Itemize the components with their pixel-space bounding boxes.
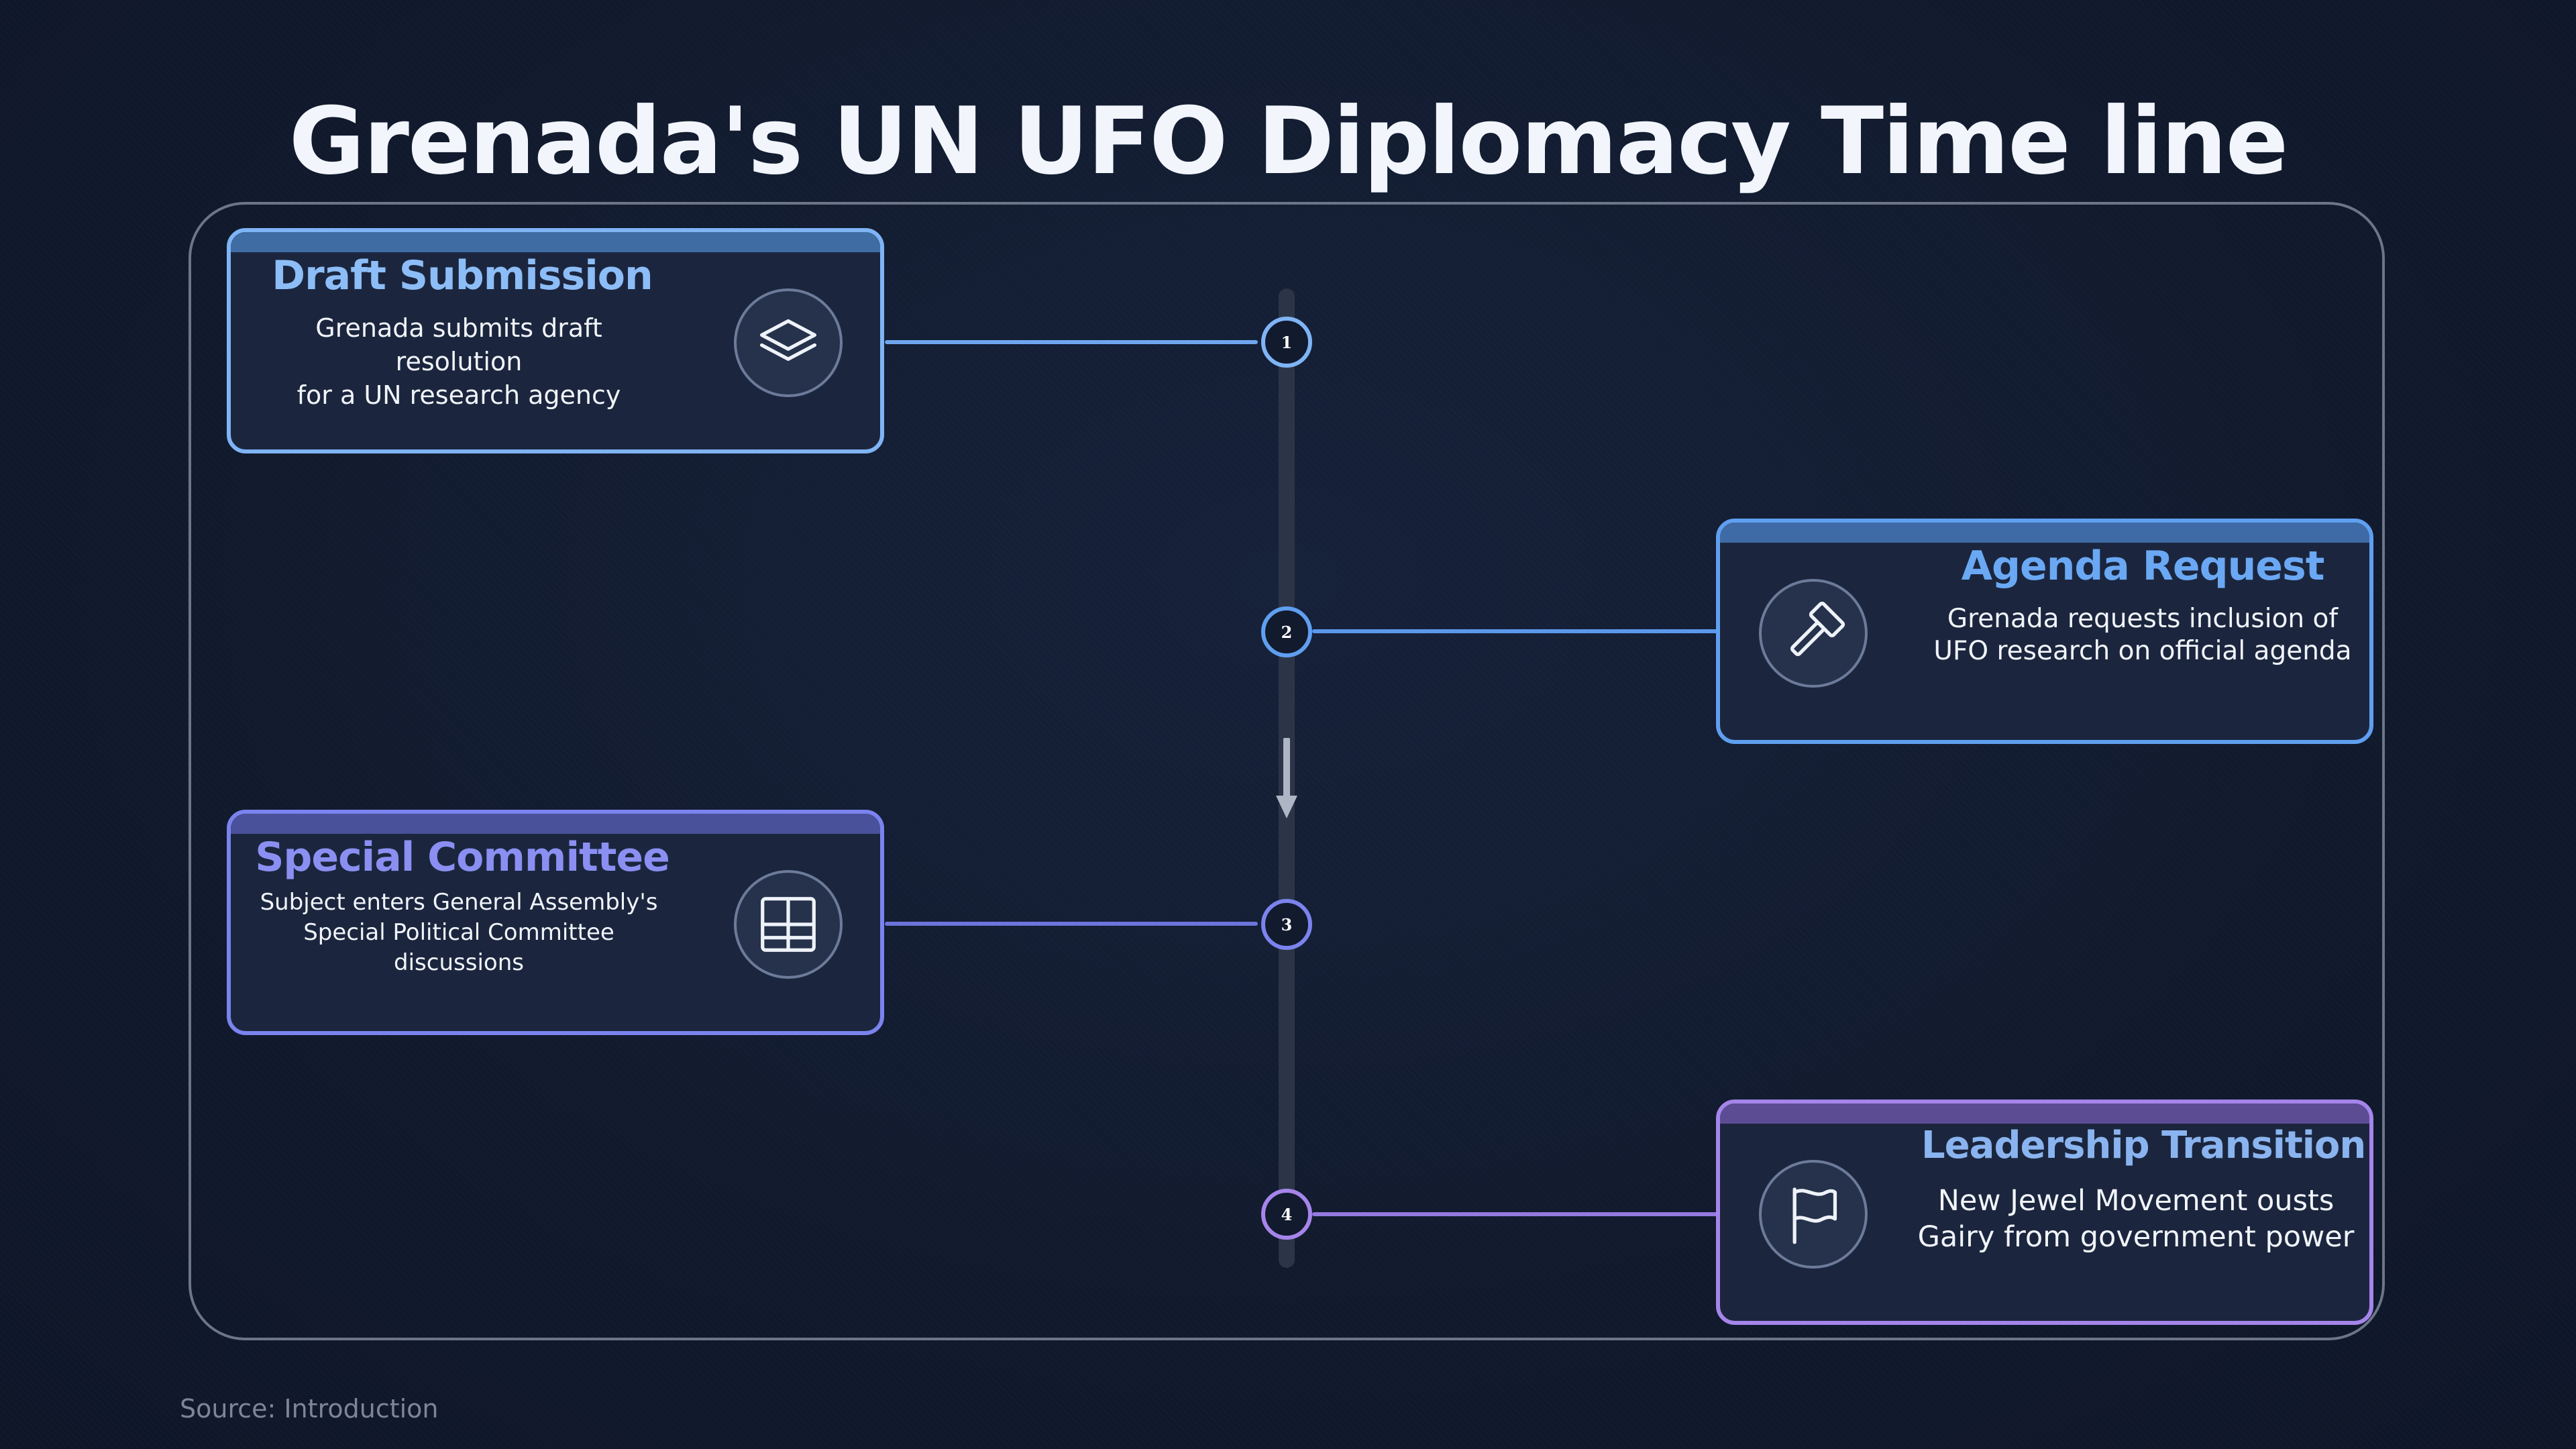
event-title: Agenda Request — [1961, 543, 2325, 590]
card-header-band — [231, 814, 880, 834]
timeline-node-2: 2 — [1261, 606, 1312, 657]
diagram-title: Grenada's UN UFO Diplomacy Time line — [288, 87, 2289, 195]
timeline-node-3: 3 — [1261, 899, 1312, 950]
event-description: New Jewel Movement ousts Gairy from gove… — [1917, 1184, 2355, 1254]
event-description: Grenada requests inclusion of UFO resear… — [1933, 604, 2352, 666]
connector-1 — [885, 340, 1258, 344]
timeline-frame — [189, 202, 2385, 1340]
event-card-special-committee: Special Committee Subject enters General… — [227, 810, 884, 1035]
event-icon-badge — [1759, 1160, 1868, 1269]
event-title: Special Committee — [255, 834, 670, 881]
event-card-draft-submission: Draft Submission Grenada submits draft r… — [227, 228, 884, 453]
event-description: Subject enters General Assembly's Specia… — [260, 889, 658, 976]
connector-4 — [1312, 1212, 1719, 1216]
layers-icon — [759, 319, 817, 361]
card-header-band — [1720, 1104, 2369, 1124]
connector-2 — [1312, 629, 1719, 633]
gavel-icon — [1790, 601, 1845, 656]
timeline-node-1: 1 — [1261, 317, 1312, 368]
down-arrow-icon — [1283, 738, 1290, 800]
source-note: Source: Introduction — [180, 1394, 439, 1424]
event-icon-badge — [734, 870, 843, 979]
table-grid-icon — [761, 897, 816, 952]
event-description: Grenada submits draft resolution for a U… — [297, 313, 621, 410]
event-icon-badge — [1759, 579, 1868, 688]
event-card-agenda-request: Agenda Request Grenada requests inclusio… — [1716, 519, 2373, 744]
event-title: Leadership Transition — [1921, 1124, 2366, 1167]
flag-icon — [1792, 1187, 1837, 1244]
connector-3 — [885, 922, 1258, 926]
timeline-node-4: 4 — [1261, 1189, 1312, 1240]
event-card-leadership-transition: Leadership Transition New Jewel Movement… — [1716, 1099, 2373, 1325]
event-icon-badge — [734, 288, 843, 397]
card-header-band — [1720, 523, 2369, 543]
down-arrow-head — [1276, 796, 1297, 818]
card-header-band — [231, 232, 880, 252]
event-title: Draft Submission — [272, 252, 653, 299]
